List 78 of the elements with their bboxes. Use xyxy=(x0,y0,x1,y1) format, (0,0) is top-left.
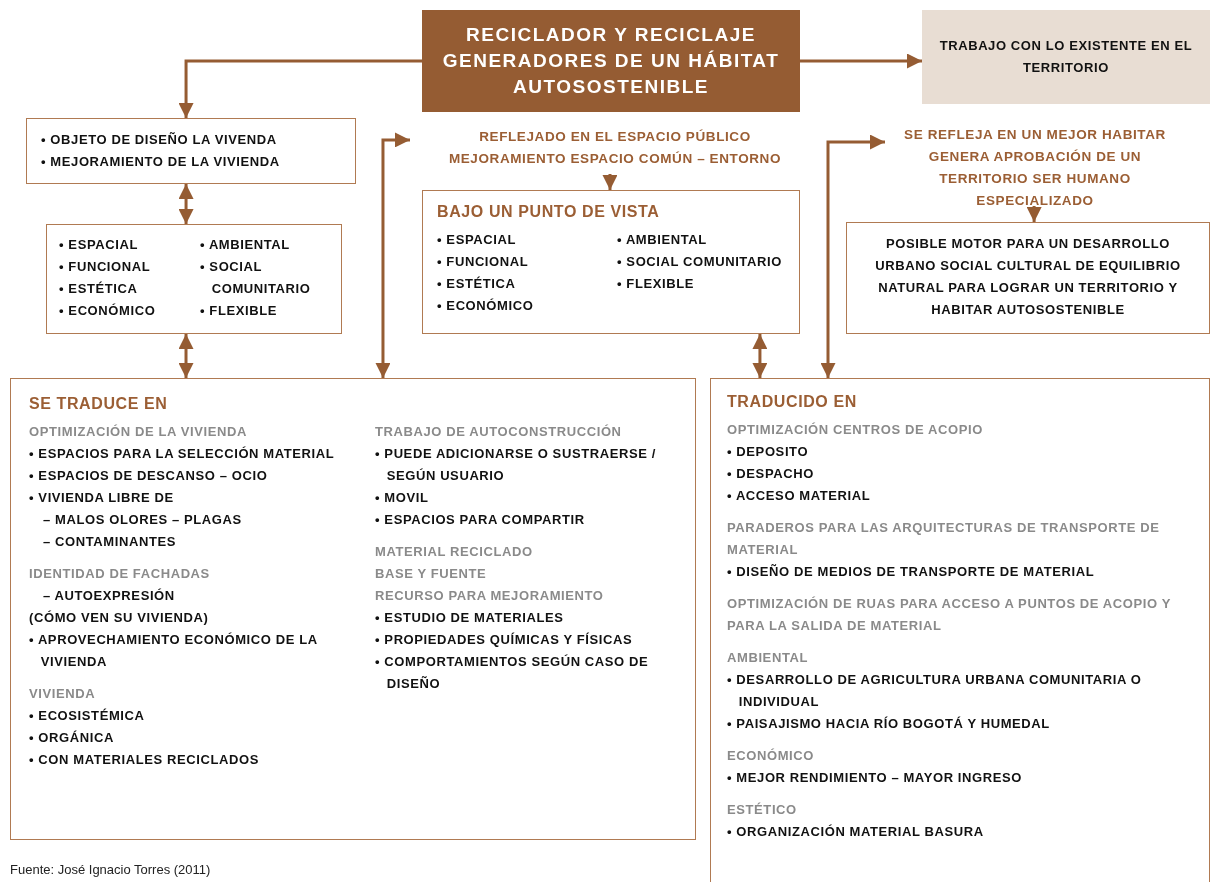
section-heading: OPTIMIZACIÓN DE RUAS PARA ACCESO A PUNTOS DE ACOPIO Y PARA LA SALIDA DE MATERIAL xyxy=(727,595,1172,635)
section-heading: ESTÉTICO xyxy=(727,801,798,819)
content-box xyxy=(46,224,342,334)
connector-arrow xyxy=(178,184,194,224)
content-box xyxy=(422,190,800,334)
list-item: • MEJORAMIENTO DE LA VIVIENDA xyxy=(41,153,281,171)
list-item: • MEJOR RENDIMIENTO – MAYOR INGRESO xyxy=(727,769,1023,787)
list-item: • DESPACHO xyxy=(727,465,815,483)
section-heading: PARADEROS PARA LAS ARQUITECTURAS DE TRANSPORTE DE MATERIAL xyxy=(727,519,1161,559)
list-item: • PAISAJISMO HACIA RÍO BOGOTÁ Y HUMEDAL xyxy=(727,715,1051,733)
sub-item: – AUTOEXPRESIÓN xyxy=(43,587,176,605)
section-heading: VIVIENDA xyxy=(29,685,97,703)
connector-arrow xyxy=(178,59,422,118)
list-item: • ESTÉTICA xyxy=(437,275,517,293)
list-item: • FLEXIBLE xyxy=(617,275,695,293)
list-item: • ESPACIAL xyxy=(59,236,139,254)
content-box xyxy=(710,378,1210,882)
list-item: • DISEÑO DE MEDIOS DE TRANSPORTE DE MATERIAL xyxy=(727,563,1096,581)
list-item: • CON MATERIALES RECICLADOS xyxy=(29,751,260,769)
connector-arrow xyxy=(820,134,885,378)
list-item: • ECONÓMICO xyxy=(437,297,535,315)
list-item: • ORGÁNICA xyxy=(29,729,115,747)
connector-arrow xyxy=(800,53,922,69)
connector-arrow xyxy=(178,334,194,378)
list-item: • ESPACIAL xyxy=(437,231,517,249)
connector-arrow xyxy=(602,174,618,190)
section-heading: AMBIENTAL xyxy=(727,649,809,667)
list-item: • FUNCIONAL xyxy=(59,258,152,276)
list-item: • ACCESO MATERIAL xyxy=(727,487,872,505)
section-heading: ECONÓMICO xyxy=(727,747,815,765)
annotation-text: REFLEJADO EN EL ESPACIO PÚBLICO MEJORAMIENTO ESPACIO COMÚN – ENTORNO xyxy=(410,126,820,174)
connector-arrow xyxy=(1026,206,1042,222)
list-item: • FUNCIONAL xyxy=(437,253,530,271)
section-heading: OPTIMIZACIÓN CENTROS DE ACOPIO xyxy=(727,421,984,439)
connector-arrow xyxy=(375,132,410,378)
list-item: • PUEDE ADICIONARSE O SUSTRAERSE / SEGÚN USUARIO xyxy=(375,445,657,485)
list-item: • SOCIAL COMUNITARIO xyxy=(200,258,312,298)
list-item: • ESPACIOS PARA LA SELECCIÓN MATERIAL xyxy=(29,445,336,463)
section-heading: BASE Y FUENTE xyxy=(375,565,488,583)
box-heading: SE TRADUCE EN xyxy=(29,394,169,414)
list-item: (CÓMO VEN SU VIVIENDA) xyxy=(29,609,210,627)
list-item: • APROVECHAMIENTO ECONÓMICO DE LA VIVIENDA xyxy=(29,631,319,671)
title-box: RECICLADOR Y RECICLAJE GENERADORES DE UN HÁBITAT AUTOSOSTENIBLE xyxy=(422,10,800,112)
list-item: • AMBIENTAL xyxy=(617,231,708,249)
list-item: • ESPACIOS DE DESCANSO – OCIO xyxy=(29,467,269,485)
list-item: • PROPIEDADES QUÍMICAS Y FÍSICAS xyxy=(375,631,634,649)
section-heading: OPTIMIZACIÓN DE LA VIVIENDA xyxy=(29,423,248,441)
section-heading: TRABAJO DE AUTOCONSTRUCCIÓN xyxy=(375,423,623,441)
section-heading: RECURSO PARA MEJORAMIENTO xyxy=(375,587,605,605)
box-heading: TRADUCIDO EN xyxy=(727,392,858,412)
list-item: • ESTUDIO DE MATERIALES xyxy=(375,609,565,627)
list-item: • ESPACIOS PARA COMPARTIR xyxy=(375,511,586,529)
list-item: • VIVIENDA LIBRE DE xyxy=(29,489,175,507)
list-item: • OBJETO DE DISEÑO LA VIVENDA xyxy=(41,131,278,149)
list-item: • ECONÓMICO xyxy=(59,302,157,320)
section-heading: MATERIAL RECICLADO xyxy=(375,543,534,561)
content-box xyxy=(26,118,356,184)
list-item: • DEPOSITO xyxy=(727,443,810,461)
note-box: TRABAJO CON LO EXISTENTE EN EL TERRITORIO xyxy=(922,10,1210,104)
body-text: POSIBLE MOTOR PARA UN DESARROLLO URBANO SOCIAL CULTURAL DE EQUILIBRIO NATURAL PARA LOGRAR UN TERRITORIO Y HABITAR AUTOSOSTENIBLE xyxy=(874,235,1182,319)
list-item: • ORGANIZACIÓN MATERIAL BASURA xyxy=(727,823,985,841)
list-item: • COMPORTAMIENTOS SEGÚN CASO DE DISEÑO xyxy=(375,653,650,693)
list-item: • FLEXIBLE xyxy=(200,302,278,320)
source-caption: Fuente: José Ignacio Torres (2011) xyxy=(10,862,211,877)
connector-arrow xyxy=(752,334,768,378)
list-item: • SOCIAL COMUNITARIO xyxy=(617,253,783,271)
content-box xyxy=(10,378,696,840)
list-item: • MOVIL xyxy=(375,489,430,507)
annotation-text: SE REFLEJA EN UN MEJOR HABITAR GENERA APROBACIÓN DE UN TERRITORIO SER HUMANO ESPECIALIZADO xyxy=(885,124,1185,206)
sub-item: – MALOS OLORES – PLAGAS xyxy=(43,511,243,529)
list-item: • ESTÉTICA xyxy=(59,280,139,298)
content-box xyxy=(846,222,1210,334)
sub-item: – CONTAMINANTES xyxy=(43,533,177,551)
section-heading: IDENTIDAD DE FACHADAS xyxy=(29,565,211,583)
box-heading: BAJO UN PUNTO DE VISTA xyxy=(437,202,661,222)
list-item: • DESARROLLO DE AGRICULTURA URBANA COMUNITARIA O INDIVIDUAL xyxy=(727,671,1143,711)
list-item: • AMBIENTAL xyxy=(200,236,291,254)
list-item: • ECOSISTÉMICA xyxy=(29,707,146,725)
